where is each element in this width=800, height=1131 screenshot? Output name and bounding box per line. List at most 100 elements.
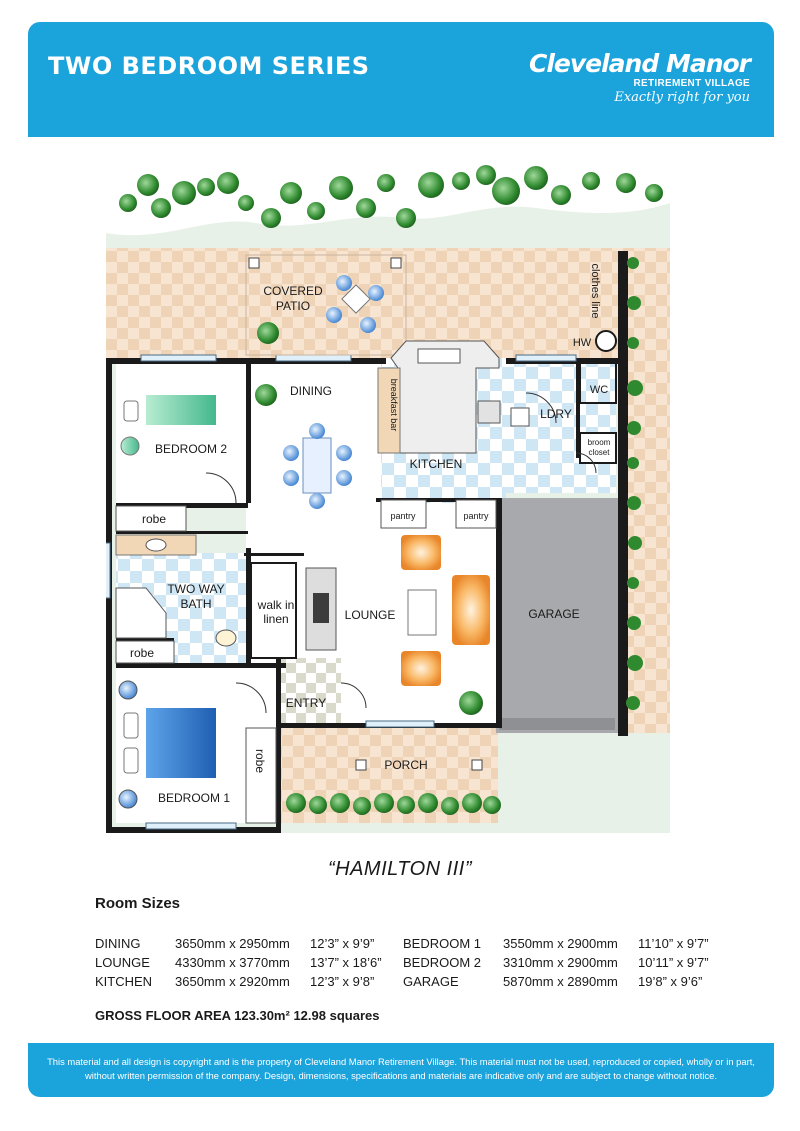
- room-metric: 5870mm x 2890mm: [503, 974, 618, 989]
- garage-floor: [496, 498, 618, 733]
- label-lounge: LOUNGE: [345, 608, 396, 622]
- room-name: BEDROOM 1: [403, 936, 482, 951]
- patio-posts: [248, 257, 402, 269]
- room-size-row: BEDROOM 1 3550mm x 2900mm 11’10” x 9’7”: [403, 934, 709, 953]
- vanity-basin: [145, 538, 167, 552]
- model-name: “HAMILTON III”: [327, 858, 473, 880]
- dining-set: [283, 423, 352, 509]
- room-size-row: DINING 3650mm x 2950mm 12’3” x 9’9”: [95, 934, 382, 953]
- robe-side-box: [245, 727, 277, 824]
- label-robe-mid: robe: [130, 646, 154, 660]
- label-pantry-left: pantry: [390, 511, 416, 521]
- brand-name: Cleveland Manor: [528, 49, 751, 78]
- covered-patio-outline: [245, 254, 407, 356]
- room-name: GARAGE: [403, 974, 459, 989]
- pot-plant-dining: [255, 384, 277, 406]
- cooktop: [477, 400, 501, 424]
- label-porch: PORCH: [384, 758, 427, 772]
- label-entry: ENTRY: [286, 696, 326, 710]
- label-walk-in-2: linen: [263, 612, 288, 626]
- pot-plant-patio: [257, 322, 279, 344]
- room-sizes-right: BEDROOM 1 3550mm x 2900mm 11’10” x 9’7” BE…: [403, 934, 709, 991]
- label-broom-1: broom: [588, 438, 611, 447]
- label-two-way-2: BATH: [180, 597, 211, 611]
- bedroom-1-bed: [118, 680, 216, 809]
- label-garage: GARAGE: [528, 607, 579, 621]
- room-name: KITCHEN: [95, 974, 153, 989]
- bedroom-2-floor: [116, 363, 246, 508]
- laundry-tub: [510, 407, 530, 427]
- room-sizes-left: DINING 3650mm x 2950mm 12’3” x 9’9” LOUNGE…: [95, 934, 382, 991]
- label-covered-patio-2: PATIO: [276, 299, 310, 313]
- label-pantry-right: pantry: [463, 511, 489, 521]
- wc-room: [579, 362, 617, 404]
- room-metric: 4330mm x 3770mm: [175, 955, 290, 970]
- room-metric: 3650mm x 2950mm: [175, 936, 290, 951]
- pantry-left-box: [380, 499, 427, 529]
- series-title: TWO BEDROOM SERIES: [48, 52, 370, 80]
- armchair-bottom: [401, 651, 441, 686]
- room-metric: 3550mm x 2900mm: [503, 936, 618, 951]
- label-dining: DINING: [290, 384, 332, 398]
- armchair-top: [401, 535, 441, 570]
- gross-floor-area-label: GROSS FLOOR AREA: [95, 1008, 231, 1023]
- toilet: [215, 629, 237, 647]
- label-robe-top: robe: [142, 512, 166, 526]
- label-breakfast-bar: breakfast bar: [389, 379, 399, 432]
- room-name: BEDROOM 2: [403, 955, 482, 970]
- header-banner: TWO BEDROOM SERIES Cleveland Manor RETIR…: [28, 22, 774, 137]
- room-imperial: 19’8” x 9’6”: [638, 974, 703, 989]
- porch-posts: [355, 759, 483, 771]
- copyright-footer: This material and all design is copyrigh…: [28, 1043, 774, 1097]
- bedroom-2-bed: [120, 395, 216, 456]
- room-imperial: 11’10” x 9’7”: [638, 936, 709, 951]
- walk-in-linen-room: [250, 562, 297, 659]
- label-two-way-1: TWO WAY: [167, 582, 224, 596]
- brand-subtitle: RETIREMENT VILLAGE: [633, 78, 750, 89]
- garage-door: [499, 718, 615, 730]
- room-name: LOUNGE: [95, 955, 150, 970]
- label-kitchen: KITCHEN: [410, 457, 463, 471]
- label-ldry: LDRY: [540, 407, 572, 421]
- rear-garden-shrubs: [119, 165, 663, 228]
- room-size-row: GARAGE 5870mm x 2890mm 19’8” x 9’6”: [403, 972, 709, 991]
- brand-logo: Cleveland Manor RETIREMENT VILLAGE Exact…: [528, 49, 751, 106]
- brand-tagline: Exactly right for you: [614, 90, 750, 105]
- label-robe-side: robe: [253, 749, 267, 773]
- pot-plant-lounge: [459, 691, 483, 715]
- room-metric: 3650mm x 2920mm: [175, 974, 290, 989]
- room-sizes-heading: Room Sizes: [95, 895, 181, 912]
- room-name: DINING: [95, 936, 141, 951]
- label-covered-patio-1: COVERED: [263, 284, 323, 298]
- room-metric: 3310mm x 2900mm: [503, 955, 618, 970]
- breakfast-bar-bench: [377, 367, 401, 454]
- side-paving: [626, 248, 670, 733]
- room-size-row: BEDROOM 2 3310mm x 2900mm 10’11” x 9’7”: [403, 953, 709, 972]
- label-bedroom-1: BEDROOM 1: [158, 791, 230, 805]
- pantry-right-box: [455, 499, 497, 529]
- label-hw: HW: [573, 337, 592, 349]
- shower: [115, 587, 167, 639]
- gross-floor-area: GROSS FLOOR AREA 123.30m² 12.98 squares: [95, 1008, 379, 1023]
- room-imperial: 12’3” x 9’8”: [310, 974, 375, 989]
- room-imperial: 13’7” x 18’6”: [310, 955, 382, 970]
- patio-table-set: [326, 275, 384, 333]
- porch-hedge: [286, 793, 501, 815]
- label-wc: WC: [590, 384, 608, 396]
- kitchen-sink: [417, 348, 461, 364]
- room-size-row: KITCHEN 3650mm x 2920mm 12’3” x 9’8”: [95, 972, 382, 991]
- floor-plan: COVERED PATIO DINING breakfast bar KITCH…: [106, 163, 670, 833]
- robe-mid-box: [115, 640, 175, 664]
- label-bedroom-2: BEDROOM 2: [155, 442, 227, 456]
- coffee-table: [407, 589, 437, 636]
- room-imperial: 10’11” x 9’7”: [638, 955, 709, 970]
- windows: [106, 354, 577, 830]
- robe-top-box: [115, 505, 187, 532]
- hot-water-unit: [595, 330, 617, 352]
- room-imperial: 12’3” x 9’9”: [310, 936, 375, 951]
- tv: [313, 593, 329, 623]
- entry-floor: [276, 658, 341, 723]
- room-size-row: LOUNGE 4330mm x 3770mm 13’7” x 18’6”: [95, 953, 382, 972]
- sofa: [452, 575, 490, 645]
- label-clothes-line: clothes line: [589, 263, 601, 318]
